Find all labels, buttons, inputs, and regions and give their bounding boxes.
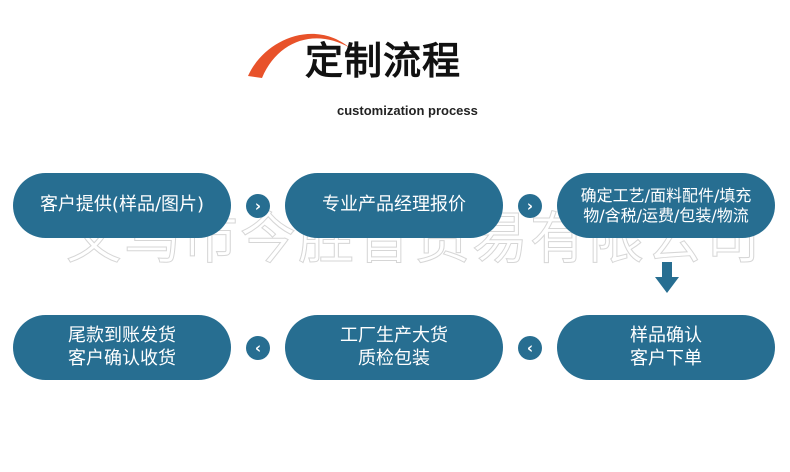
step-label: 尾款到账发货 客户确认收货 [68, 325, 176, 369]
step-label: 样品确认 客户下单 [630, 325, 702, 369]
page-title: 定制流程 [305, 39, 462, 83]
step-label: 专业产品经理报价 [322, 194, 466, 216]
step-label: 客户提供(样品/图片) [39, 194, 205, 216]
arrow-right-icon: › [246, 194, 270, 218]
step-1-customer-provides-sample: 客户提供(样品/图片) [13, 173, 231, 238]
arrow-left-icon: ‹ [246, 336, 270, 360]
step-label: 确定工艺/面料配件/填充 物/含税/运费/包装/物流 [580, 185, 752, 225]
step-3-confirm-details: 确定工艺/面料配件/填充 物/含税/运费/包装/物流 [557, 173, 775, 238]
step-6-payment-delivery: 尾款到账发货 客户确认收货 [13, 315, 231, 380]
page-subtitle: customization process [337, 103, 478, 118]
swoosh-decoration [248, 33, 350, 78]
arrow-down-icon [655, 262, 679, 293]
step-2-manager-quote: 专业产品经理报价 [285, 173, 503, 238]
arrow-right-icon: › [518, 194, 542, 218]
arrow-left-icon: ‹ [518, 336, 542, 360]
step-4-sample-confirm-order: 样品确认 客户下单 [557, 315, 775, 380]
step-label: 工厂生产大货 质检包装 [340, 325, 448, 369]
step-5-factory-production: 工厂生产大货 质检包装 [285, 315, 503, 380]
